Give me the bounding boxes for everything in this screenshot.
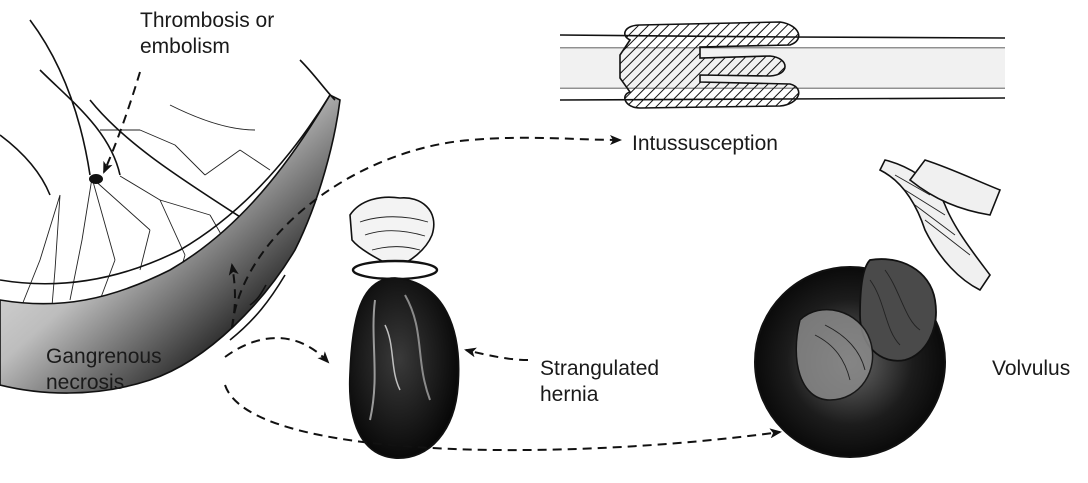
arrow-label-to-hernia (466, 350, 528, 360)
label-intussusception: Intussusception (632, 132, 778, 155)
label-strangulated-line2: hernia (540, 383, 599, 406)
mesenteric-infarct-illustration (0, 20, 340, 393)
label-strangulated-line1: Strangulated (540, 357, 659, 380)
label-thrombosis-line2: embolism (140, 35, 230, 58)
intussusception-illustration (560, 22, 1005, 108)
label-thrombosis-line1: Thrombosis or (140, 9, 274, 32)
arrow-necrosis-to-volvulus (225, 385, 780, 450)
label-volvulus: Volvulus (992, 357, 1070, 380)
strangulated-hernia-illustration (350, 197, 459, 458)
volvulus-illustration (755, 160, 1000, 457)
label-gangrenous-line2: necrosis (46, 371, 124, 394)
label-gangrenous-line1: Gangrenous (46, 345, 162, 368)
arrow-necrosis-to-hernia (225, 338, 328, 362)
